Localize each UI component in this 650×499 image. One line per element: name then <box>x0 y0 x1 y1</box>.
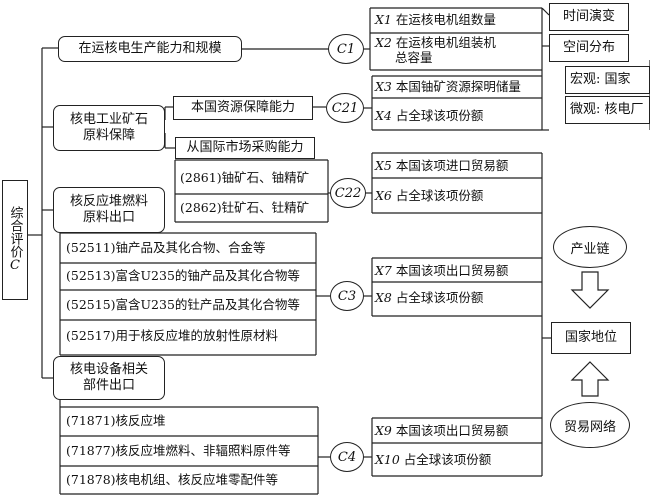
time-evolution-box: 时间演变 <box>549 3 629 31</box>
c21-category-line2: 原料保障 <box>82 128 135 143</box>
c3-category-box: 核反应堆燃料 原料出口 <box>53 187 165 233</box>
c1-circle-label: C1 <box>336 41 356 57</box>
c22-sub-box: 从国际市场采购能力 <box>175 137 315 159</box>
x1-symbol: X1 <box>375 12 392 27</box>
c3-item-52515: (52515)富含U235的钍产品及其化合物等 <box>66 297 300 312</box>
c1-indicator-x1: X1 在运核电机组数量 <box>375 12 496 28</box>
micro-level-label: 微观: 核电厂 <box>570 102 644 117</box>
x5-text: 本国该项进口贸易额 <box>395 158 509 173</box>
industry-chain-circle: 产业链 <box>553 226 627 268</box>
c4-category-line2: 部件出口 <box>82 378 135 393</box>
x4-symbol: X4 <box>375 108 392 123</box>
c3-category-line1: 核反应堆燃料 <box>69 194 148 209</box>
x6-symbol: X6 <box>375 188 392 203</box>
c21-indicator-x3: X3 本国铀矿资源探明储量 <box>375 79 521 95</box>
industry-chain-label: 产业链 <box>570 241 610 257</box>
x8-symbol: X8 <box>375 290 392 305</box>
c3-item-52511: (52511)铀产品及其化合物、合金等 <box>66 240 266 255</box>
root-label: 综合评价 <box>7 206 23 258</box>
root-var: C <box>10 258 20 273</box>
spatial-distribution-label: 空间分布 <box>562 40 615 55</box>
c4-category-box: 核电设备相关 部件出口 <box>53 356 165 400</box>
c3-circle-label: C3 <box>337 288 357 304</box>
c21-sub-box: 本国资源保障能力 <box>173 96 313 120</box>
x6-text: 占全球该项份额 <box>395 188 484 203</box>
x9-symbol: X9 <box>375 423 392 438</box>
x8-text: 占全球该项份额 <box>395 290 484 305</box>
x3-symbol: X3 <box>375 79 392 94</box>
c3-circle: C3 <box>330 281 364 311</box>
c22-circle: C22 <box>330 178 366 208</box>
x7-text: 本国该项出口贸易额 <box>395 263 509 278</box>
c3-item-52517: (52517)用于核反应堆的放射性原材料 <box>66 328 279 343</box>
c3-indicator-x8: X8 占全球该项份额 <box>375 290 483 306</box>
c4-item-71877: (71877)核反应堆燃料、非辐照料原件等 <box>66 443 291 458</box>
x3-text: 本国铀矿资源探明储量 <box>395 79 521 94</box>
c21-circle: C21 <box>326 93 364 123</box>
c4-circle-label: C4 <box>337 449 357 465</box>
c21-category-box: 核电工业矿石 原料保障 <box>53 105 165 151</box>
x10-text: 占全球该项份额 <box>403 452 492 467</box>
trade-network-circle: 贸易网络 <box>550 402 630 448</box>
c21-category-line1: 核电工业矿石 <box>69 112 148 127</box>
c1-circle: C1 <box>328 34 364 64</box>
macro-level-box: 宏观: 国家 <box>565 66 650 94</box>
c1-category-label: 在运核电生产能力和规模 <box>78 41 222 56</box>
c22-indicator-x6: X6 占全球该项份额 <box>375 188 483 204</box>
x2-text-line2: 总容量 <box>395 50 433 65</box>
c3-item-52513: (52513)富含U235的铀产品及其化合物等 <box>66 268 300 283</box>
x9-text: 本国该项出口贸易额 <box>395 423 509 438</box>
macro-level-label: 宏观: 国家 <box>570 72 631 87</box>
c4-indicator-x9: X9 本国该项出口贸易额 <box>375 423 508 439</box>
c3-indicator-x7: X7 本国该项出口贸易额 <box>375 263 508 279</box>
trade-network-label: 贸易网络 <box>563 419 616 435</box>
c1-indicator-x2: X2 在运核电机组装机 <box>375 35 496 51</box>
time-evolution-label: 时间演变 <box>562 9 615 24</box>
c1-category-box: 在运核电生产能力和规模 <box>58 36 242 62</box>
c4-category-line1: 核电设备相关 <box>69 362 148 377</box>
x10-symbol: X10 <box>375 452 400 467</box>
x5-symbol: X5 <box>375 158 392 173</box>
c22-sub-label: 从国际市场采购能力 <box>186 140 304 155</box>
c4-item-71878: (71878)核电机组、核反应堆零配件等 <box>66 472 279 487</box>
national-status-box: 国家地位 <box>551 322 631 354</box>
c1-indicator-x2-line2: 总容量 <box>395 50 433 66</box>
c22-indicator-x5: X5 本国该项进口贸易额 <box>375 158 508 174</box>
x7-symbol: X7 <box>375 263 392 278</box>
c22-item-2861: (2861)铀矿石、铀精矿 <box>180 170 310 185</box>
c3-category-line2: 原料出口 <box>82 210 135 225</box>
c21-sub-label: 本国资源保障能力 <box>190 100 295 115</box>
c22-item-2862: (2862)钍矿石、钍精矿 <box>180 200 310 215</box>
c4-item-71871: (71871)核反应堆 <box>66 413 166 428</box>
c22-circle-label: C22 <box>334 185 362 201</box>
root-box: 综合评价 C <box>2 180 28 300</box>
c4-indicator-x10: X10 占全球该项份额 <box>375 452 491 468</box>
x4-text: 占全球该项份额 <box>395 108 484 123</box>
spatial-distribution-box: 空间分布 <box>549 34 629 62</box>
c21-circle-label: C21 <box>331 100 359 116</box>
national-status-label: 国家地位 <box>564 330 617 345</box>
c21-indicator-x4: X4 占全球该项份额 <box>375 108 483 124</box>
micro-level-box: 微观: 核电厂 <box>565 96 650 124</box>
c4-circle: C4 <box>330 442 364 472</box>
x2-text: 在运核电机组装机 <box>395 35 496 50</box>
x1-text: 在运核电机组数量 <box>395 12 496 27</box>
x2-symbol: X2 <box>375 35 392 50</box>
